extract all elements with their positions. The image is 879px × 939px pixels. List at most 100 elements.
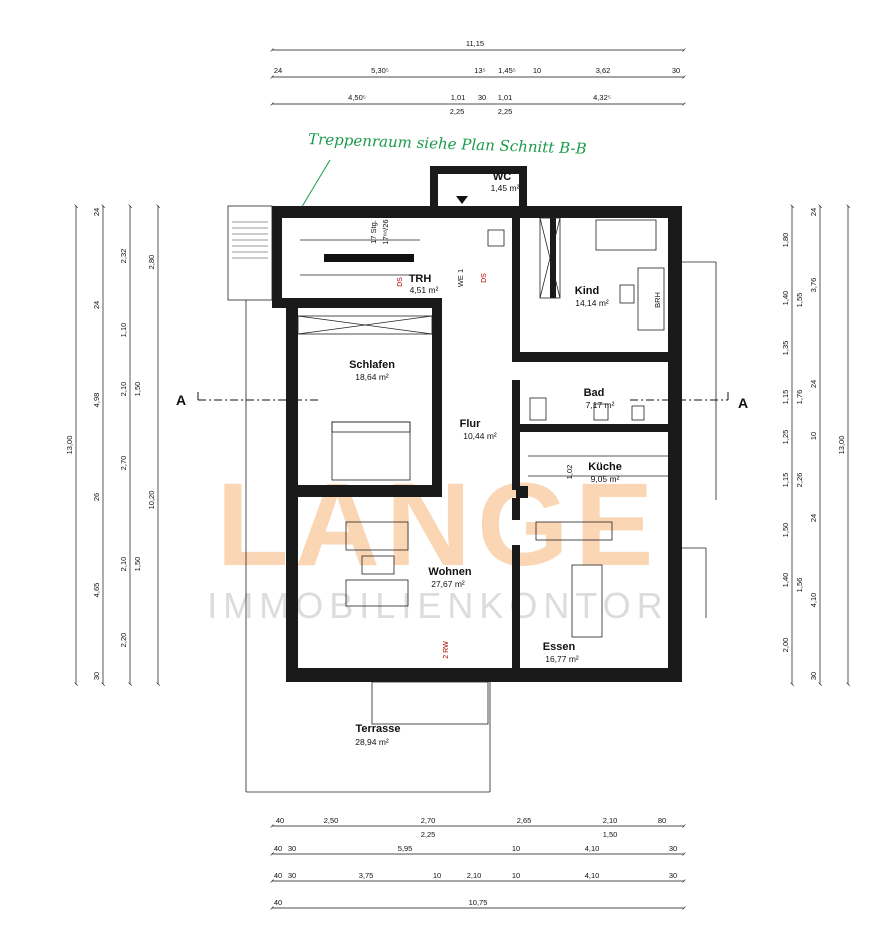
dim-top-r3-4: 4,32⁵ xyxy=(593,93,611,102)
dim-right-c1b-1: 24 xyxy=(809,380,818,388)
dim-left-c3-1: 24 xyxy=(92,301,101,309)
stair-treads xyxy=(232,221,268,259)
dim-bot-r1b-1: 1,50 xyxy=(603,830,618,839)
dim-left-c2-0: 24 xyxy=(92,208,101,216)
dim-bot-r2-0: 40 xyxy=(274,844,282,853)
dim-top-r2-1: 5,30⁵ xyxy=(371,66,389,75)
room-flur-area: 10,44 m² xyxy=(463,431,497,441)
dim-left-c2-4: 30 xyxy=(92,672,101,680)
dim-left-c3b-1: 1,50 xyxy=(133,557,142,572)
dims-top-text: 11,15 24 5,30⁵ 13⁵ 1,45⁵ 10 3,62 30 4,50… xyxy=(274,39,680,116)
dim-top-r2-3: 1,45⁵ xyxy=(498,66,516,75)
room-trh-name: TRH xyxy=(409,273,432,285)
dim-bot-r1-1: 2,50 xyxy=(324,816,339,825)
room-kind-name: Kind xyxy=(575,285,599,297)
dim-right-c2-1: 1,55 xyxy=(795,293,804,308)
dim-bot-r2-2: 5,95 xyxy=(398,844,413,853)
dim-bot-r2-5: 30 xyxy=(669,844,677,853)
room-flur-name: Flur xyxy=(460,418,481,430)
dim-bot-r2-3: 10 xyxy=(512,844,520,853)
dims-right-text: 1,80 1,40 1,35 1,15 1,25 1,15 1,50 1,40 … xyxy=(781,208,846,680)
dim-right-c2-0: 3,76 xyxy=(809,278,818,293)
rw-label: 2 RW xyxy=(443,641,450,659)
dim-bot-r3-4: 2,10 xyxy=(467,871,482,880)
stair-ratio-label: 17⁸⁸/26 xyxy=(381,219,390,244)
dims-right xyxy=(792,206,848,684)
room-bad-name: Bad xyxy=(584,387,605,399)
dim-top-r3-2: 30 xyxy=(478,93,486,102)
dim-top-r3-0: 4,50⁵ xyxy=(348,93,366,102)
room-bad-area: 7,17 m² xyxy=(586,400,615,410)
dim-left-c3-5: 2,10 xyxy=(119,557,128,572)
dim-bot-r2-1: 30 xyxy=(288,844,296,853)
stairs-label: 17 Stg. xyxy=(369,220,378,244)
dims-top xyxy=(272,50,684,104)
room-schlafen-area: 18,64 m² xyxy=(355,372,389,382)
dim-right-c1b-2: 10 xyxy=(809,432,818,440)
dim-left-c2-2: 26 xyxy=(92,493,101,501)
dim-right-c1-1: 1,40 xyxy=(781,291,790,306)
dim-bot-r1b-0: 2,25 xyxy=(421,830,436,839)
dim-bot-r3-0: 40 xyxy=(274,871,282,880)
dim-top-r3b-0: 2,25 xyxy=(450,107,465,116)
dim-bot-r1-5: 80 xyxy=(658,816,666,825)
dim-left-c2-3: 4,65 xyxy=(92,583,101,598)
section-right: A xyxy=(738,395,748,411)
dim-left-c3-2: 1,10 xyxy=(119,323,128,338)
dim-left-c3-6: 2,20 xyxy=(119,633,128,648)
stair-landing xyxy=(324,254,414,262)
room-wohnen-name: Wohnen xyxy=(428,566,471,578)
dim-top-total: 11,15 xyxy=(466,39,484,48)
room-kueche-name: Küche xyxy=(588,461,622,473)
room-schlafen-name: Schlafen xyxy=(349,359,395,371)
misc-labels: 17 Stg. 17⁸⁸/26 WE 1 BRH 2 RW 1,02 DS DS xyxy=(369,219,662,658)
dim-right-c2-3: 2,26 xyxy=(795,473,804,488)
we-label: WE 1 xyxy=(456,269,465,287)
dim-bot-r4-1: 10,75 xyxy=(469,898,488,907)
dim-bot-r4-0: 40 xyxy=(274,898,282,907)
dims-left xyxy=(76,206,158,684)
room-kueche-area: 9,05 m² xyxy=(591,474,620,484)
room-trh-area: 4,51 m² xyxy=(410,285,439,295)
dim-left-c4-1: 10,20 xyxy=(147,491,156,510)
dim-bot-r3-2: 3,75 xyxy=(359,871,374,880)
dim-bot-r1-0: 40 xyxy=(276,816,284,825)
dim-top-r3-3: 1,01 xyxy=(498,93,513,102)
dim-bot-r1-2: 2,70 xyxy=(421,816,436,825)
dim-top-r2-0: 24 xyxy=(274,66,282,75)
room-wohnen-area: 27,67 m² xyxy=(431,579,465,589)
dim-right-c1b-3: 24 xyxy=(809,514,818,522)
dim-top-r2-6: 30 xyxy=(672,66,680,75)
dim-right-c2-4: 1,56 xyxy=(795,578,804,593)
dim-bot-r3-7: 30 xyxy=(669,871,677,880)
dim-right-c3-0: 13,00 xyxy=(837,436,846,455)
dim-right-c1-8: 2,00 xyxy=(781,638,790,653)
dim-right-c1b-0: 24 xyxy=(809,208,818,216)
kueche-height-label: 1,02 xyxy=(565,465,574,480)
dim-bot-r1-3: 2,65 xyxy=(517,816,532,825)
dim-left-c3-4: 2,70 xyxy=(119,456,128,471)
brh-label: BRH xyxy=(653,292,662,308)
dim-right-c2-2: 1,76 xyxy=(795,390,804,405)
section-markers: A A xyxy=(176,392,748,411)
room-terrasse-area: 28,94 m² xyxy=(355,737,389,747)
dim-bot-r3-3: 10 xyxy=(433,871,441,880)
dim-left-c3-0: 2,32 xyxy=(119,249,128,264)
dim-right-c1b-4: 30 xyxy=(809,672,818,680)
dim-top-r3-1: 1,01 xyxy=(451,93,466,102)
entry-arrow-icon xyxy=(456,196,468,204)
ds-label-1: DS xyxy=(397,277,404,287)
dim-top-r2-4: 10 xyxy=(533,66,541,75)
dim-right-c1-4: 1,25 xyxy=(781,430,790,445)
dim-left-c3-3: 2,10 xyxy=(119,382,128,397)
dim-right-c1-2: 1,35 xyxy=(781,341,790,356)
room-wc-name: WC xyxy=(493,171,511,183)
interior-lines xyxy=(227,205,717,793)
dim-bot-r3-6: 4,10 xyxy=(585,871,600,880)
dim-left-c3b-0: 1,50 xyxy=(133,382,142,397)
ds-label-2: DS xyxy=(481,273,488,283)
dim-right-c2-5: 4,10 xyxy=(809,593,818,608)
dims-left-text: 13,00 24 4,98 26 4,65 30 2,32 24 1,10 2,… xyxy=(65,208,156,680)
dims-bottom-text: 40 2,50 2,70 2,65 2,10 80 2,25 1,50 40 3… xyxy=(274,816,677,907)
